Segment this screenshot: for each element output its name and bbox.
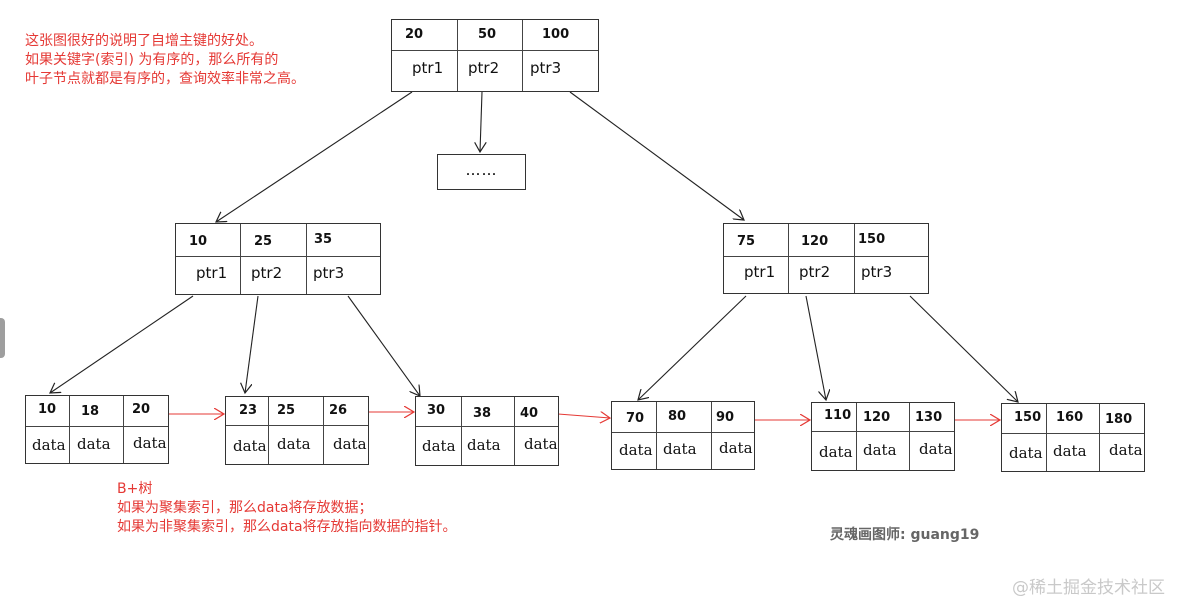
root-key-1: 20 (405, 27, 424, 42)
top-annotation-line: 叶子节点就都是有序的，查询效率非常之高。 (25, 71, 305, 87)
leaf-node: 30 38 40 data data data (415, 396, 559, 466)
leaf-data: data (467, 436, 501, 454)
leaf-data: data (32, 436, 66, 454)
leaf-data: data (524, 435, 558, 453)
leaf-data: data (919, 440, 953, 458)
bottom-annotation-line: 如果为非聚集索引，那么data将存放指向数据的指针。 (117, 519, 457, 535)
leaf-data: data (1109, 441, 1143, 459)
root-key-2: 50 (478, 27, 497, 42)
root-node: 20 50 100 ptr1 ptr2 ptr3 (391, 19, 599, 92)
right-key-3: 150 (858, 232, 886, 247)
leaf-key: 38 (473, 406, 492, 421)
root-ptr-2: ptr2 (468, 59, 500, 77)
author-credit: 灵魂画图师: guang19 (830, 527, 980, 543)
left-key-2: 25 (254, 234, 273, 249)
edge-left-to-leaf1 (50, 295, 194, 393)
leaf-key: 18 (81, 404, 100, 419)
edge-right-to-leaf4 (638, 295, 747, 400)
leaf-key: 130 (915, 410, 943, 425)
top-annotation-line: 这张图很好的说明了自增主键的好处。 (25, 33, 263, 49)
root-key-3: 100 (542, 27, 570, 42)
left-key-1: 10 (189, 234, 208, 249)
top-annotation: 这张图很好的说明了自增主键的好处。 如果关键字(索引) 为有序的，那么所有的 叶… (25, 32, 305, 89)
leaf-data: data (619, 441, 653, 459)
leaf-data: data (277, 435, 311, 453)
leaf-key: 20 (132, 402, 151, 417)
leaf-node: 70 80 90 data data data (611, 401, 755, 470)
leaf-data: data (819, 443, 853, 461)
leaf-key: 25 (277, 403, 296, 418)
leaf-key: 90 (716, 410, 735, 425)
ellipsis-node: …… (437, 154, 526, 190)
right-ptr-3: ptr3 (861, 263, 893, 281)
leaf-data: data (77, 435, 111, 453)
right-ptr-2: ptr2 (799, 263, 831, 281)
left-ptr-1: ptr1 (196, 264, 228, 282)
leaf-key: 70 (626, 411, 645, 426)
root-ptr-3: ptr3 (530, 59, 562, 77)
root-ptr-1: ptr1 (412, 59, 444, 77)
leaf-data: data (422, 437, 456, 455)
bottom-annotation-line: 如果为聚集索引，那么data将存放数据； (117, 500, 373, 516)
leaf-data: data (333, 435, 367, 453)
right-ptr-1: ptr1 (744, 263, 776, 281)
right-key-2: 120 (801, 234, 829, 249)
leaf-key: 150 (1014, 410, 1042, 425)
site-watermark: @稀土掘金技术社区 (1012, 578, 1165, 598)
leaf-node: 150 160 180 data data data (1001, 403, 1145, 472)
leaf-key: 30 (427, 403, 446, 418)
left-key-3: 35 (314, 232, 333, 247)
right-internal-node: 75 120 150 ptr1 ptr2 ptr3 (723, 223, 929, 294)
leaf-data: data (663, 440, 697, 458)
leaf-node: 110 120 130 data data data (811, 402, 955, 471)
leaf-key: 10 (38, 402, 57, 417)
leaf-data: data (719, 439, 753, 457)
leaf-node: 23 25 26 data data data (225, 396, 369, 465)
bottom-annotation: B+树 如果为聚集索引，那么data将存放数据； 如果为非聚集索引，那么data… (117, 480, 457, 537)
leaf-key: 120 (863, 410, 891, 425)
leaf-key: 80 (668, 409, 687, 424)
edge-left-to-leaf3 (347, 295, 420, 396)
left-internal-node: 10 25 35 ptr1 ptr2 ptr3 (175, 223, 381, 295)
leaf-node: 10 18 20 data data data (25, 395, 169, 464)
edge-left-to-leaf2 (245, 295, 259, 393)
leaf-key: 23 (239, 403, 258, 418)
leaf-data: data (1053, 442, 1087, 460)
leaf-link-3-4 (557, 414, 610, 418)
window-edge-tab (0, 318, 5, 358)
leaf-data: data (233, 437, 267, 455)
leaf-key: 110 (824, 408, 852, 423)
edge-right-to-leaf6 (909, 295, 1018, 402)
left-ptr-2: ptr2 (251, 264, 283, 282)
edge-right-to-leaf5 (805, 295, 826, 400)
leaf-data: data (863, 441, 897, 459)
left-ptr-3: ptr3 (313, 264, 345, 282)
leaf-data: data (1009, 444, 1043, 462)
leaf-key: 40 (520, 406, 539, 421)
edge-root-to-right (569, 91, 744, 220)
edge-root-to-middle (480, 91, 482, 152)
leaf-key: 26 (329, 403, 348, 418)
leaf-key: 160 (1056, 410, 1084, 425)
edge-root-to-left (216, 91, 413, 222)
right-key-1: 75 (737, 234, 756, 249)
leaf-key: 180 (1105, 412, 1133, 427)
leaf-data: data (133, 434, 167, 452)
bottom-annotation-line: B+树 (117, 481, 153, 497)
top-annotation-line: 如果关键字(索引) 为有序的，那么所有的 (25, 52, 279, 68)
